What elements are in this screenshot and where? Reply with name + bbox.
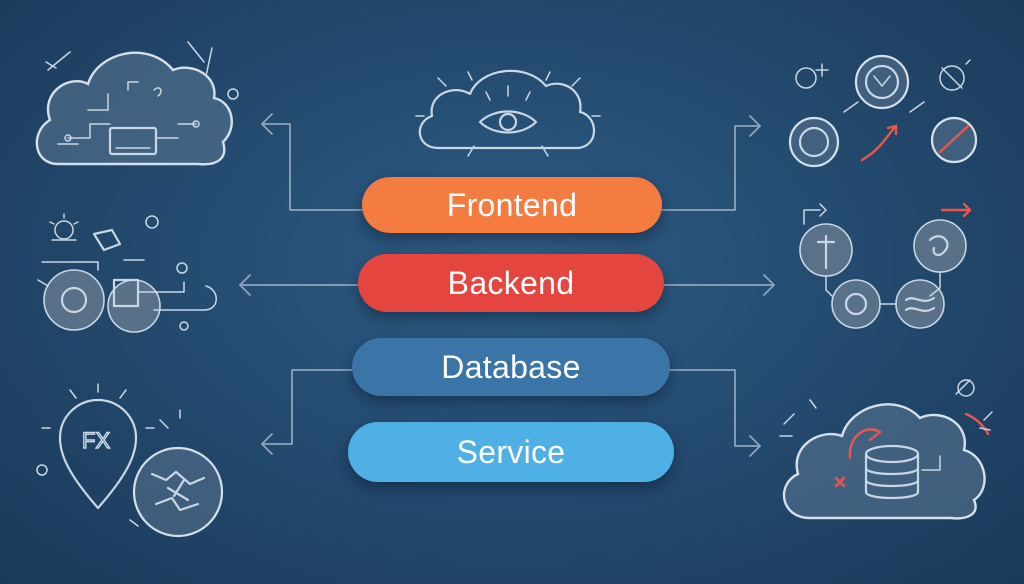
layer-backend: Backend <box>358 254 664 312</box>
cloud-database-icon <box>779 379 993 520</box>
pin-globe-icon: FX <box>36 383 224 538</box>
connector-frontend-left <box>261 123 363 211</box>
layer-database: Database <box>352 338 670 396</box>
layer-service-label: Service <box>456 433 566 470</box>
tools-cluster-icon <box>788 54 978 168</box>
arrow-head-right-top <box>749 115 761 137</box>
gears-bulb-icon <box>37 213 217 333</box>
arrow-head-right-bottom <box>749 435 761 457</box>
connected-gears-icon <box>799 202 972 329</box>
layer-frontend-label: Frontend <box>446 186 578 223</box>
connector-database-left <box>261 369 353 445</box>
arrow-head-right-mid <box>763 274 775 296</box>
layer-database-label: Database <box>441 348 581 385</box>
connector-database-right <box>669 369 761 447</box>
layer-backend-label: Backend <box>447 264 575 301</box>
cloud-circuit-icon <box>35 41 239 166</box>
layer-service: Service <box>348 422 674 482</box>
layer-frontend: Frontend <box>362 177 662 233</box>
arrow-head-left-top <box>261 113 273 135</box>
cloud-eye-icon <box>415 69 601 157</box>
arrow-head-left-mid <box>239 274 251 296</box>
arrow-head-left-bottom <box>261 433 273 455</box>
connector-frontend-right <box>661 125 761 211</box>
svg-text:FX: FX <box>82 428 110 453</box>
